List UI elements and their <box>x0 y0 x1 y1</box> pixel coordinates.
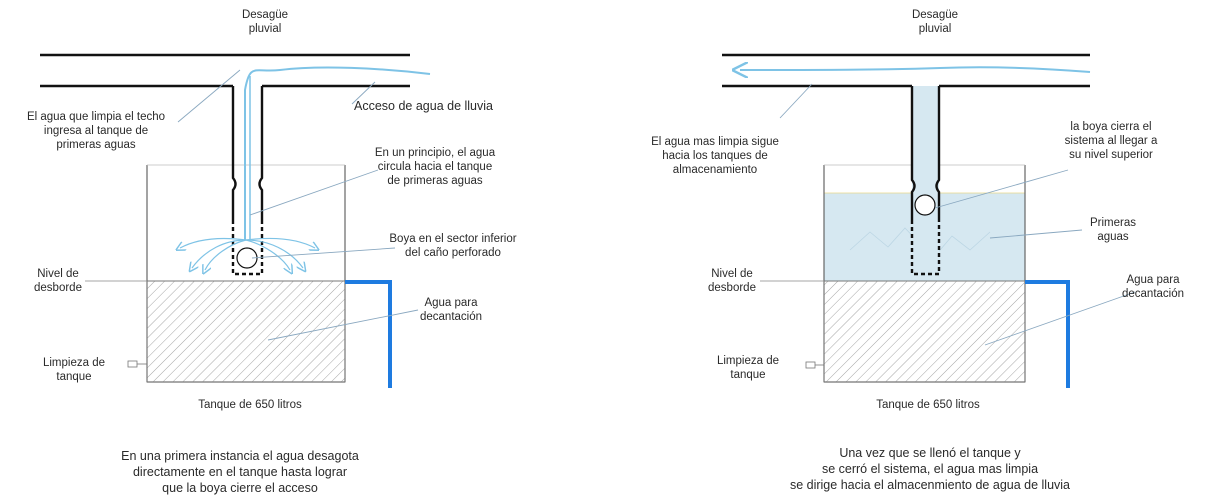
left-agua-line1: Agua para <box>424 297 478 309</box>
right-caption-line1: Una vez que se llenó el tanque y <box>839 446 1021 460</box>
right-limpia-line3: almacenamiento <box>672 164 758 176</box>
left-outlet-pipe <box>345 280 392 388</box>
left-acceso-label: Acceso de agua de lluvia <box>354 99 493 113</box>
left-sediment-hatch <box>146 280 346 383</box>
right-limpia-line2: hacia los tanques de <box>662 150 768 162</box>
right-tanque-label: Tanque de 650 litros <box>876 399 980 411</box>
right-nivel-label: Nivel de desborde <box>702 267 762 295</box>
left-desague-line2: pluvial <box>248 23 282 35</box>
left-desague-line1: Desagüe <box>241 9 289 21</box>
left-down-pipe <box>231 86 264 220</box>
left-techo-line2: ingresa al tanque de <box>43 125 149 137</box>
right-agua-line1: Agua para <box>1126 274 1180 286</box>
right-leader-lines <box>779 83 1136 346</box>
right-boya-line1: la boya cierra el <box>1070 121 1152 133</box>
right-nivel-line2: desborde <box>708 282 756 294</box>
right-drain-valve <box>805 361 816 369</box>
left-caption: En una primera instancia el agua desagot… <box>110 448 370 496</box>
left-agua-line2: decantación <box>419 311 483 323</box>
right-sediment-hatch <box>823 280 1026 383</box>
right-boya-label: la boya cierra el sistema al llegar a su… <box>1052 120 1170 162</box>
right-pipe-water <box>912 86 939 276</box>
left-desague-label: Desagüe pluvial <box>230 8 300 36</box>
left-drain-valve <box>127 360 138 368</box>
right-limpieza-label: Limpieza de tanque <box>706 354 790 382</box>
right-limpia-label: El agua mas limpia sigue hacia los tanqu… <box>630 135 800 177</box>
right-nivel-line1: Nivel de <box>711 268 753 280</box>
left-water-flow <box>244 66 431 240</box>
left-techo-line3: primeras aguas <box>56 139 136 151</box>
left-techo-line1: El agua que limpia el techo <box>26 111 166 123</box>
left-caption-line2: directamente en el tanque hasta lograr <box>132 465 348 479</box>
left-nivel-label: Nivel de desborde <box>28 267 88 295</box>
right-desague-line2: pluvial <box>918 23 952 35</box>
left-leader-lines <box>177 69 419 341</box>
right-boya-line3: su nivel superior <box>1069 149 1153 161</box>
left-nivel-line2: desborde <box>34 282 82 294</box>
left-principio-line2: circula hacia el tanque <box>377 161 493 173</box>
right-caption-line3: se dirige hacia el almacenmiento de agua… <box>789 478 1071 492</box>
left-limpieza-line1: Limpieza de <box>42 357 105 369</box>
right-limpieza-line1: Limpieza de <box>716 355 779 367</box>
left-boya-line1: Boya en el sector inferior <box>389 233 517 245</box>
right-boya-line2: sistema al llegar a <box>1064 135 1158 147</box>
right-down-pipe <box>910 86 941 220</box>
left-limpieza-label: Limpieza de tanque <box>32 356 116 384</box>
right-desague-line1: Desagüe <box>911 9 959 21</box>
left-limpieza-line2: tanque <box>56 371 92 383</box>
right-caption: Una vez que se llenó el tanque y se cerr… <box>770 445 1090 493</box>
right-caption-line2: se cerró el sistema, el agua mas limpia <box>821 462 1039 476</box>
left-nivel-line1: Nivel de <box>37 268 79 280</box>
right-perforated-pipe <box>910 220 941 276</box>
left-principio-line1: En un principio, el agua <box>374 147 496 159</box>
left-diagram <box>40 53 431 388</box>
left-boya-label: Boya en el sector inferior del caño perf… <box>368 232 538 260</box>
left-caption-line1: En una primera instancia el agua desagot… <box>121 449 359 463</box>
left-tanque-label: Tanque de 650 litros <box>198 399 302 411</box>
left-boya-line2: del caño perforado <box>405 247 501 259</box>
left-spray <box>180 237 315 270</box>
right-primeras-label: Primeras aguas <box>1078 216 1148 244</box>
right-limpia-line1: El agua mas limpia sigue <box>651 136 779 148</box>
right-agua-label: Agua para decantación <box>1110 273 1196 301</box>
left-principio-label: En un principio, el agua circula hacia e… <box>350 146 520 188</box>
left-caption-line3: que la boya cierre el acceso <box>162 481 318 495</box>
right-desague-label: Desagüe pluvial <box>900 8 970 36</box>
right-water-flow <box>740 67 1091 72</box>
right-limpieza-line2: tanque <box>730 369 766 381</box>
right-diagram <box>722 53 1136 388</box>
right-primeras-line2: aguas <box>1097 231 1129 243</box>
right-float <box>914 194 936 216</box>
right-primeras-line1: Primeras <box>1089 217 1136 229</box>
left-techo-label: El agua que limpia el techo ingresa al t… <box>2 110 190 152</box>
right-outlet-pipe <box>1025 280 1070 388</box>
left-principio-line3: de primeras aguas <box>387 175 483 187</box>
right-agua-line2: decantación <box>1121 288 1185 300</box>
left-agua-label: Agua para decantación <box>408 296 494 324</box>
